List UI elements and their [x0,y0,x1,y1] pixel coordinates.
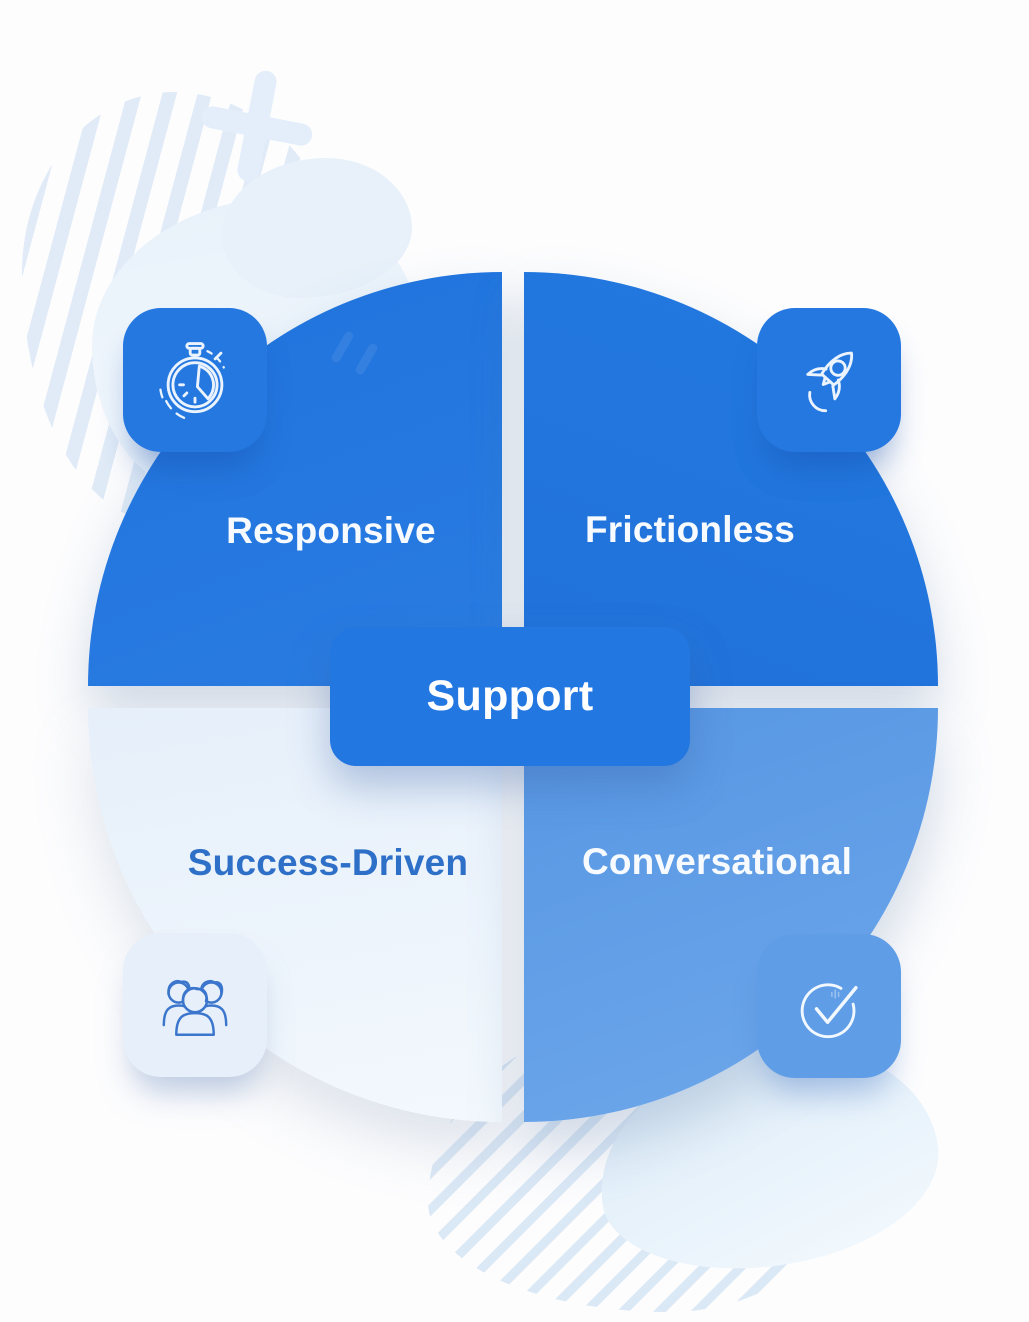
rocket-icon [806,351,854,413]
conversational-icon-badge [757,934,901,1078]
support-label: Support [426,672,594,720]
success-driven-icon-badge [123,933,267,1077]
quadrant-frictionless: Frictionless [524,272,938,686]
responsive-icon-badge [123,308,267,452]
quadrant-label-conversational: Conversational [581,841,853,882]
soft-blob-top [222,158,412,298]
slash-mark-decoration [354,342,379,376]
quadrant-label-frictionless: Frictionless [584,509,796,550]
frictionless-icon-badge [757,308,901,452]
check-circle-icon [800,983,858,1039]
stopwatch-icon [159,342,225,420]
quadrant-label-success-driven: Success-Driven [187,842,469,883]
support-center-button: Support [330,627,690,766]
plus-cross-decoration [191,60,322,191]
quadrant-label-responsive: Responsive [226,510,436,551]
slash-mark-decoration [330,330,355,364]
team-icon [162,979,228,1037]
